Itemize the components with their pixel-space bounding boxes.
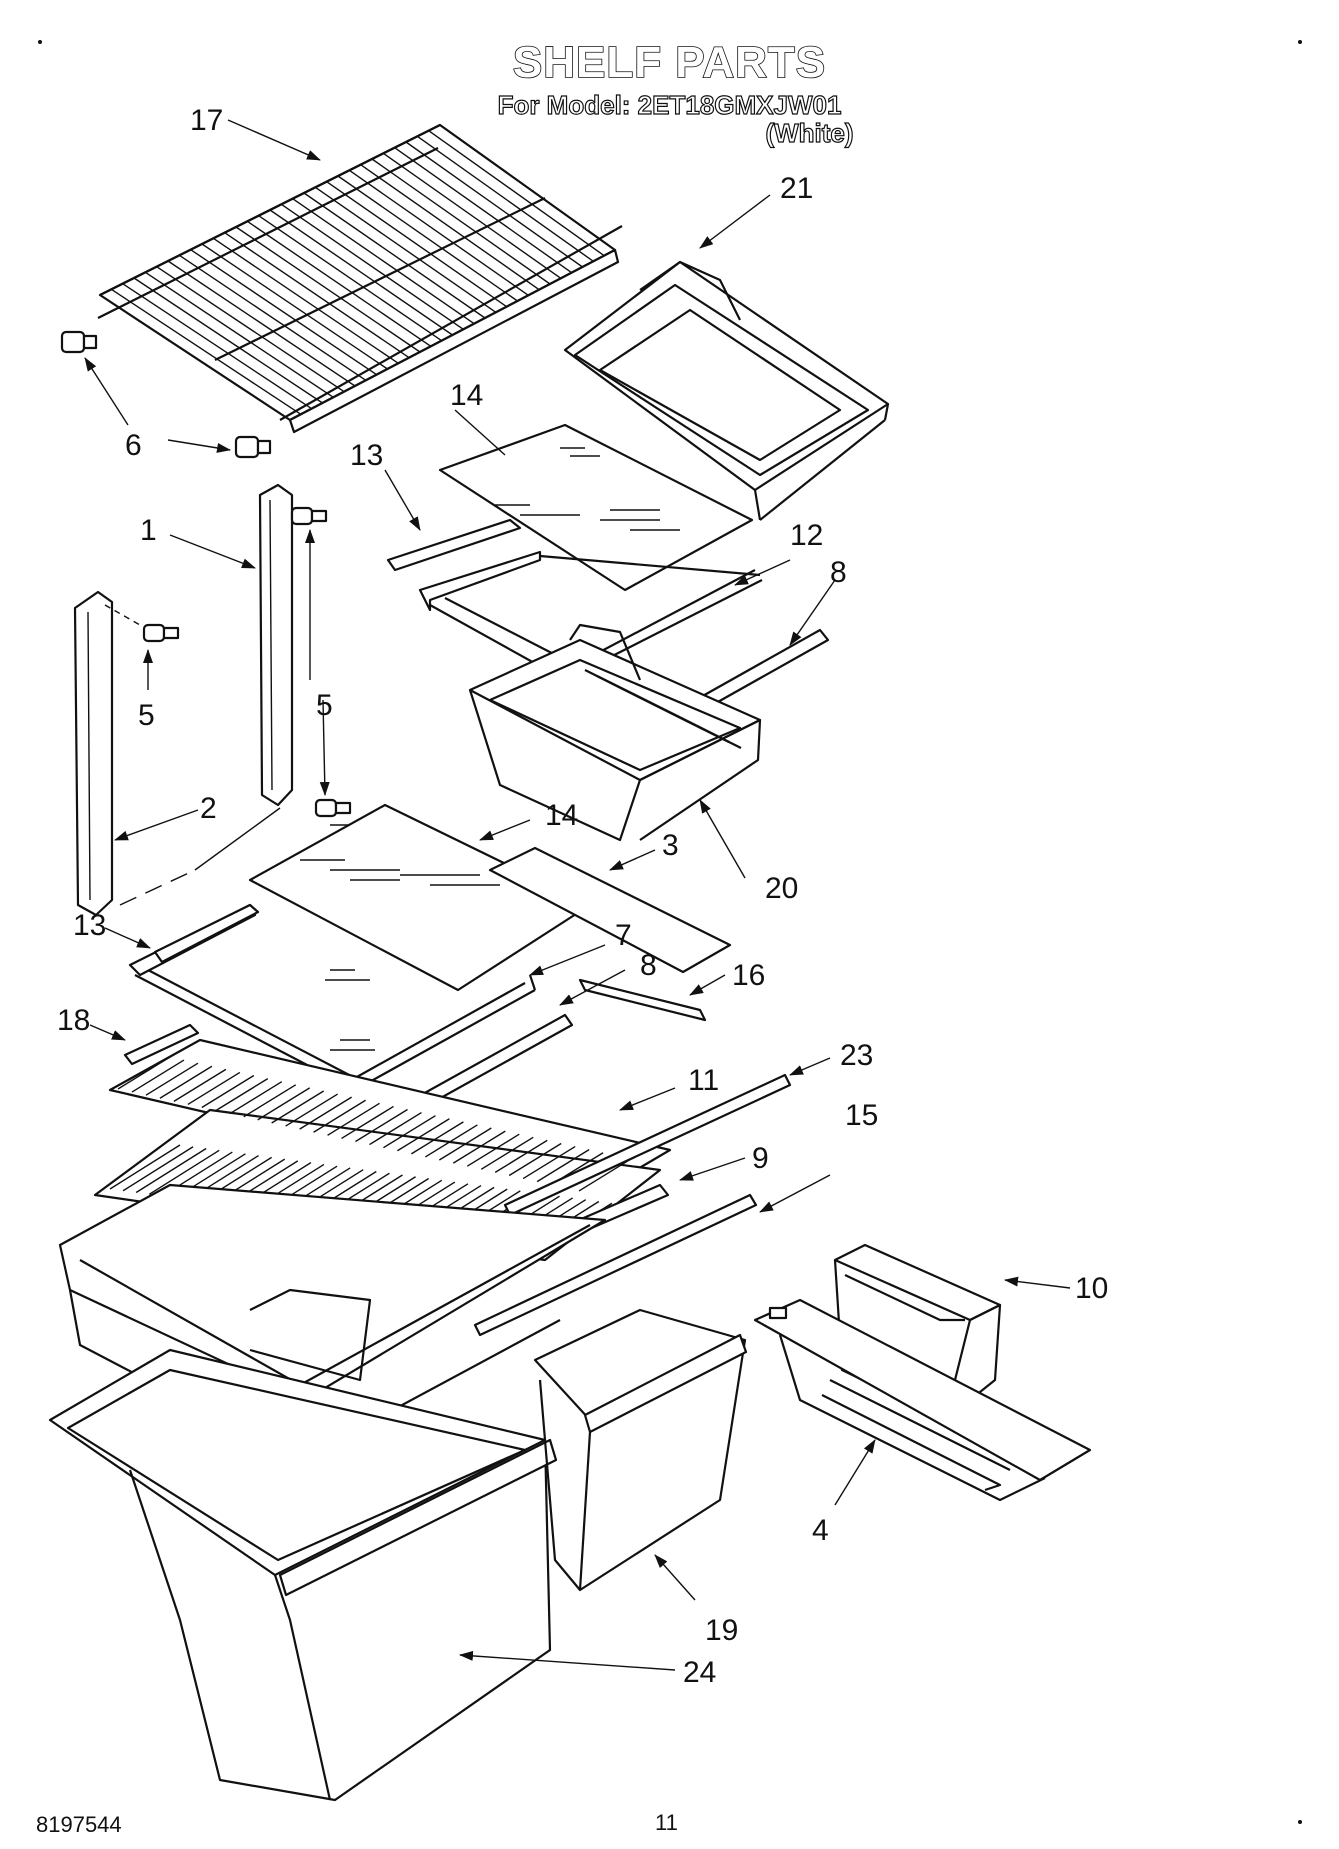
leader-lines xyxy=(84,119,1071,1671)
part-6-shelf-support xyxy=(60,330,272,459)
part-5-screw xyxy=(142,506,352,818)
callout-8: 8 xyxy=(830,556,847,589)
callout-10: 10 xyxy=(1075,1272,1108,1305)
corner-mark xyxy=(38,40,42,44)
part-17-wire-shelf xyxy=(97,123,623,434)
callout-6: 6 xyxy=(125,429,142,462)
part-15-shelf-trim xyxy=(473,1193,758,1337)
callout-13: 13 xyxy=(73,909,106,942)
part-4-crisper-cover-rail xyxy=(753,1298,1092,1502)
callout-15: 15 xyxy=(845,1099,878,1132)
callout-5: 5 xyxy=(316,689,333,722)
page-title: SHELF PARTS xyxy=(512,37,827,88)
callout-9: 9 xyxy=(752,1142,769,1175)
callout-17: 17 xyxy=(190,104,223,137)
part-18-shelf-trim-lower xyxy=(123,1023,200,1066)
callout-7: 7 xyxy=(615,919,632,952)
callout-12: 12 xyxy=(790,519,823,552)
model-label: For Model: 2ET18GMXJW01 xyxy=(497,89,842,120)
callout-23: 23 xyxy=(840,1039,873,1072)
callout-11: 11 xyxy=(688,1064,719,1097)
callout-5: 5 xyxy=(138,699,155,732)
part-16-shelf-trim xyxy=(578,978,707,1022)
callout-8: 8 xyxy=(640,949,657,982)
callout-19: 19 xyxy=(705,1614,738,1647)
callout-13: 13 xyxy=(350,439,383,472)
corner-mark xyxy=(1298,40,1302,44)
callout-14: 14 xyxy=(545,799,578,832)
page-number: 11 xyxy=(655,1810,678,1835)
part-1-shelf-rail xyxy=(258,483,294,807)
callout-2: 2 xyxy=(200,792,217,825)
part-3-glass-shelf-insert xyxy=(488,846,732,974)
callout-18: 18 xyxy=(57,1004,90,1037)
part-24-crisper-drawer xyxy=(48,1348,558,1802)
callout-21: 21 xyxy=(780,172,813,205)
part-2-shelf-rail xyxy=(73,590,114,917)
corner-mark xyxy=(1298,1820,1302,1824)
part-20-drawer xyxy=(468,623,762,842)
callout-20: 20 xyxy=(765,872,798,905)
variant-label: (White) xyxy=(765,117,854,148)
callout-1: 1 xyxy=(140,514,157,547)
callout-4: 4 xyxy=(812,1514,829,1547)
callout-14: 14 xyxy=(450,379,483,412)
part-13-shelf-trim-middle xyxy=(153,903,260,964)
callout-24: 24 xyxy=(683,1656,716,1689)
part-19-crisper-drawer xyxy=(533,1308,748,1592)
callout-labels: 17 21 6 14 13 1 12 8 5 5 2 14 3 20 13 7 … xyxy=(57,104,1108,1689)
part-13-shelf-trim-upper xyxy=(386,518,522,572)
part-21-storage-bin xyxy=(563,260,890,521)
part-14-glass-shelf-upper xyxy=(438,423,754,592)
callout-16: 16 xyxy=(732,959,765,992)
part-14-glass-shelf-middle xyxy=(248,803,592,992)
callout-3: 3 xyxy=(662,829,679,862)
document-part-number: 8197544 xyxy=(36,1812,122,1837)
